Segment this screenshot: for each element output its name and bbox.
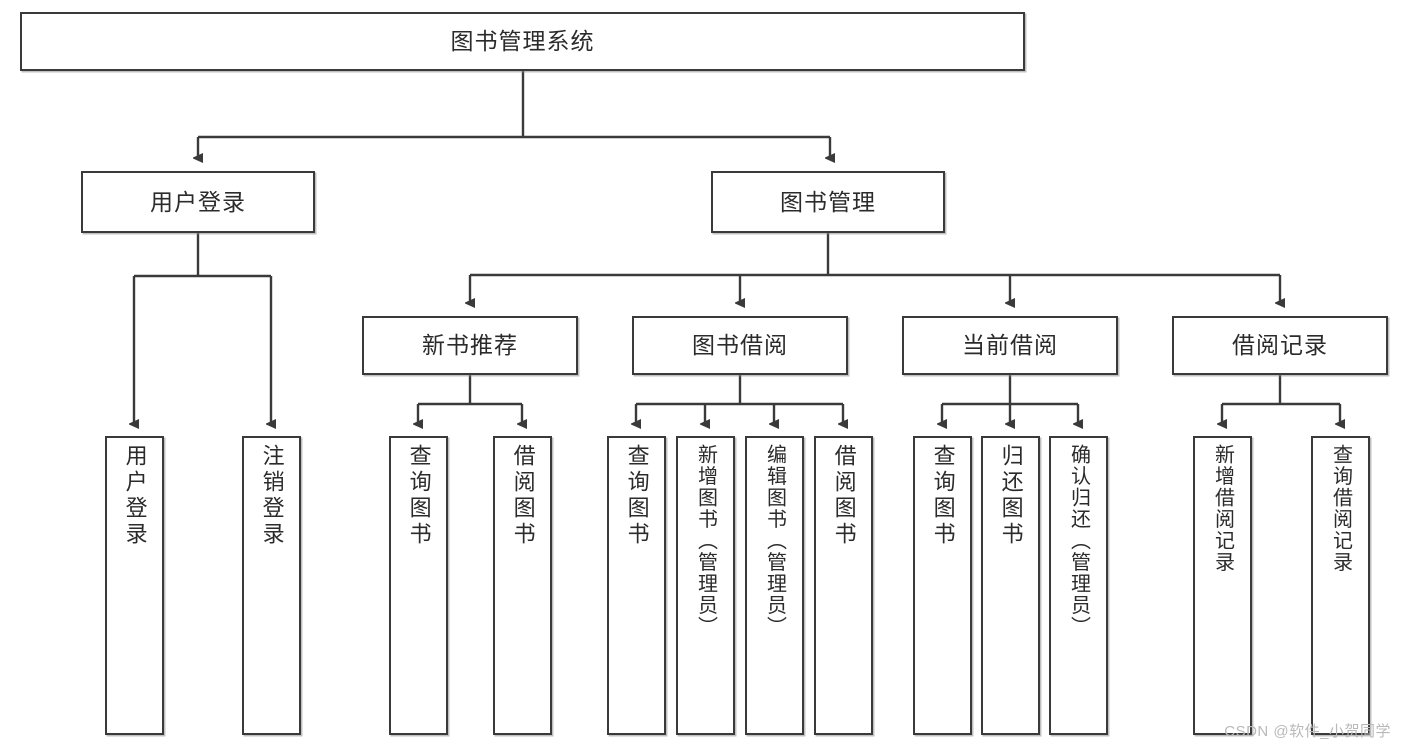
node-borrow-record[interactable]: 借阅记录 (1172, 316, 1388, 375)
node-leaf-confirm-return[interactable]: 确认归还（管理员） (1049, 436, 1108, 735)
node-leaf-query-book-3[interactable]: 查询图书 (913, 436, 972, 735)
node-leaf-query-book-2[interactable]: 查询图书 (607, 436, 666, 735)
node-current-borrow-label: 当前借阅 (962, 332, 1058, 359)
node-leaf-add-book-label: 新增图书（管理员） (694, 444, 717, 638)
node-leaf-query-record[interactable]: 查询借阅记录 (1311, 436, 1370, 735)
node-book-manage[interactable]: 图书管理 (711, 171, 945, 233)
node-leaf-edit-book-label: 编辑图书（管理员） (763, 444, 786, 638)
node-user-login[interactable]: 用户登录 (81, 171, 315, 233)
node-current-borrow[interactable]: 当前借阅 (902, 316, 1118, 375)
node-leaf-query-book-3-label: 查询图书 (930, 444, 956, 548)
node-leaf-query-record-label: 查询借阅记录 (1329, 444, 1352, 573)
node-leaf-edit-book[interactable]: 编辑图书（管理员） (745, 436, 804, 735)
node-root[interactable]: 图书管理系统 (20, 12, 1025, 71)
node-new-book-recommend[interactable]: 新书推荐 (362, 316, 578, 375)
node-leaf-add-book[interactable]: 新增图书（管理员） (676, 436, 735, 735)
node-leaf-borrow-book-1-label: 借阅图书 (510, 444, 536, 548)
node-user-login-label: 用户登录 (150, 188, 246, 215)
node-book-borrow[interactable]: 图书借阅 (632, 316, 848, 375)
watermark: CSDN @软件_小贺同学 (1224, 723, 1391, 740)
node-leaf-borrow-book-2-label: 借阅图书 (831, 444, 857, 548)
node-root-label: 图书管理系统 (450, 28, 595, 55)
node-book-manage-label: 图书管理 (780, 188, 876, 215)
node-book-borrow-label: 图书借阅 (692, 332, 788, 359)
node-leaf-query-book-1[interactable]: 查询图书 (389, 436, 448, 735)
node-leaf-user-login[interactable]: 用户登录 (105, 436, 164, 735)
node-leaf-query-book-2-label: 查询图书 (624, 444, 650, 548)
node-leaf-borrow-book-1[interactable]: 借阅图书 (493, 436, 552, 735)
node-leaf-user-logout-label: 注销登录 (259, 444, 285, 548)
node-leaf-add-record[interactable]: 新增借阅记录 (1193, 436, 1252, 735)
node-new-book-recommend-label: 新书推荐 (422, 332, 518, 359)
node-leaf-confirm-return-label: 确认归还（管理员） (1067, 444, 1090, 638)
node-leaf-query-book-1-label: 查询图书 (406, 444, 432, 548)
node-leaf-user-login-label: 用户登录 (122, 444, 148, 548)
node-leaf-return-book-label: 归还图书 (998, 444, 1024, 548)
node-leaf-borrow-book-2[interactable]: 借阅图书 (814, 436, 873, 735)
node-leaf-return-book[interactable]: 归还图书 (981, 436, 1040, 735)
node-leaf-add-record-label: 新增借阅记录 (1211, 444, 1234, 573)
node-leaf-user-logout[interactable]: 注销登录 (242, 436, 301, 735)
node-borrow-record-label: 借阅记录 (1232, 332, 1328, 359)
